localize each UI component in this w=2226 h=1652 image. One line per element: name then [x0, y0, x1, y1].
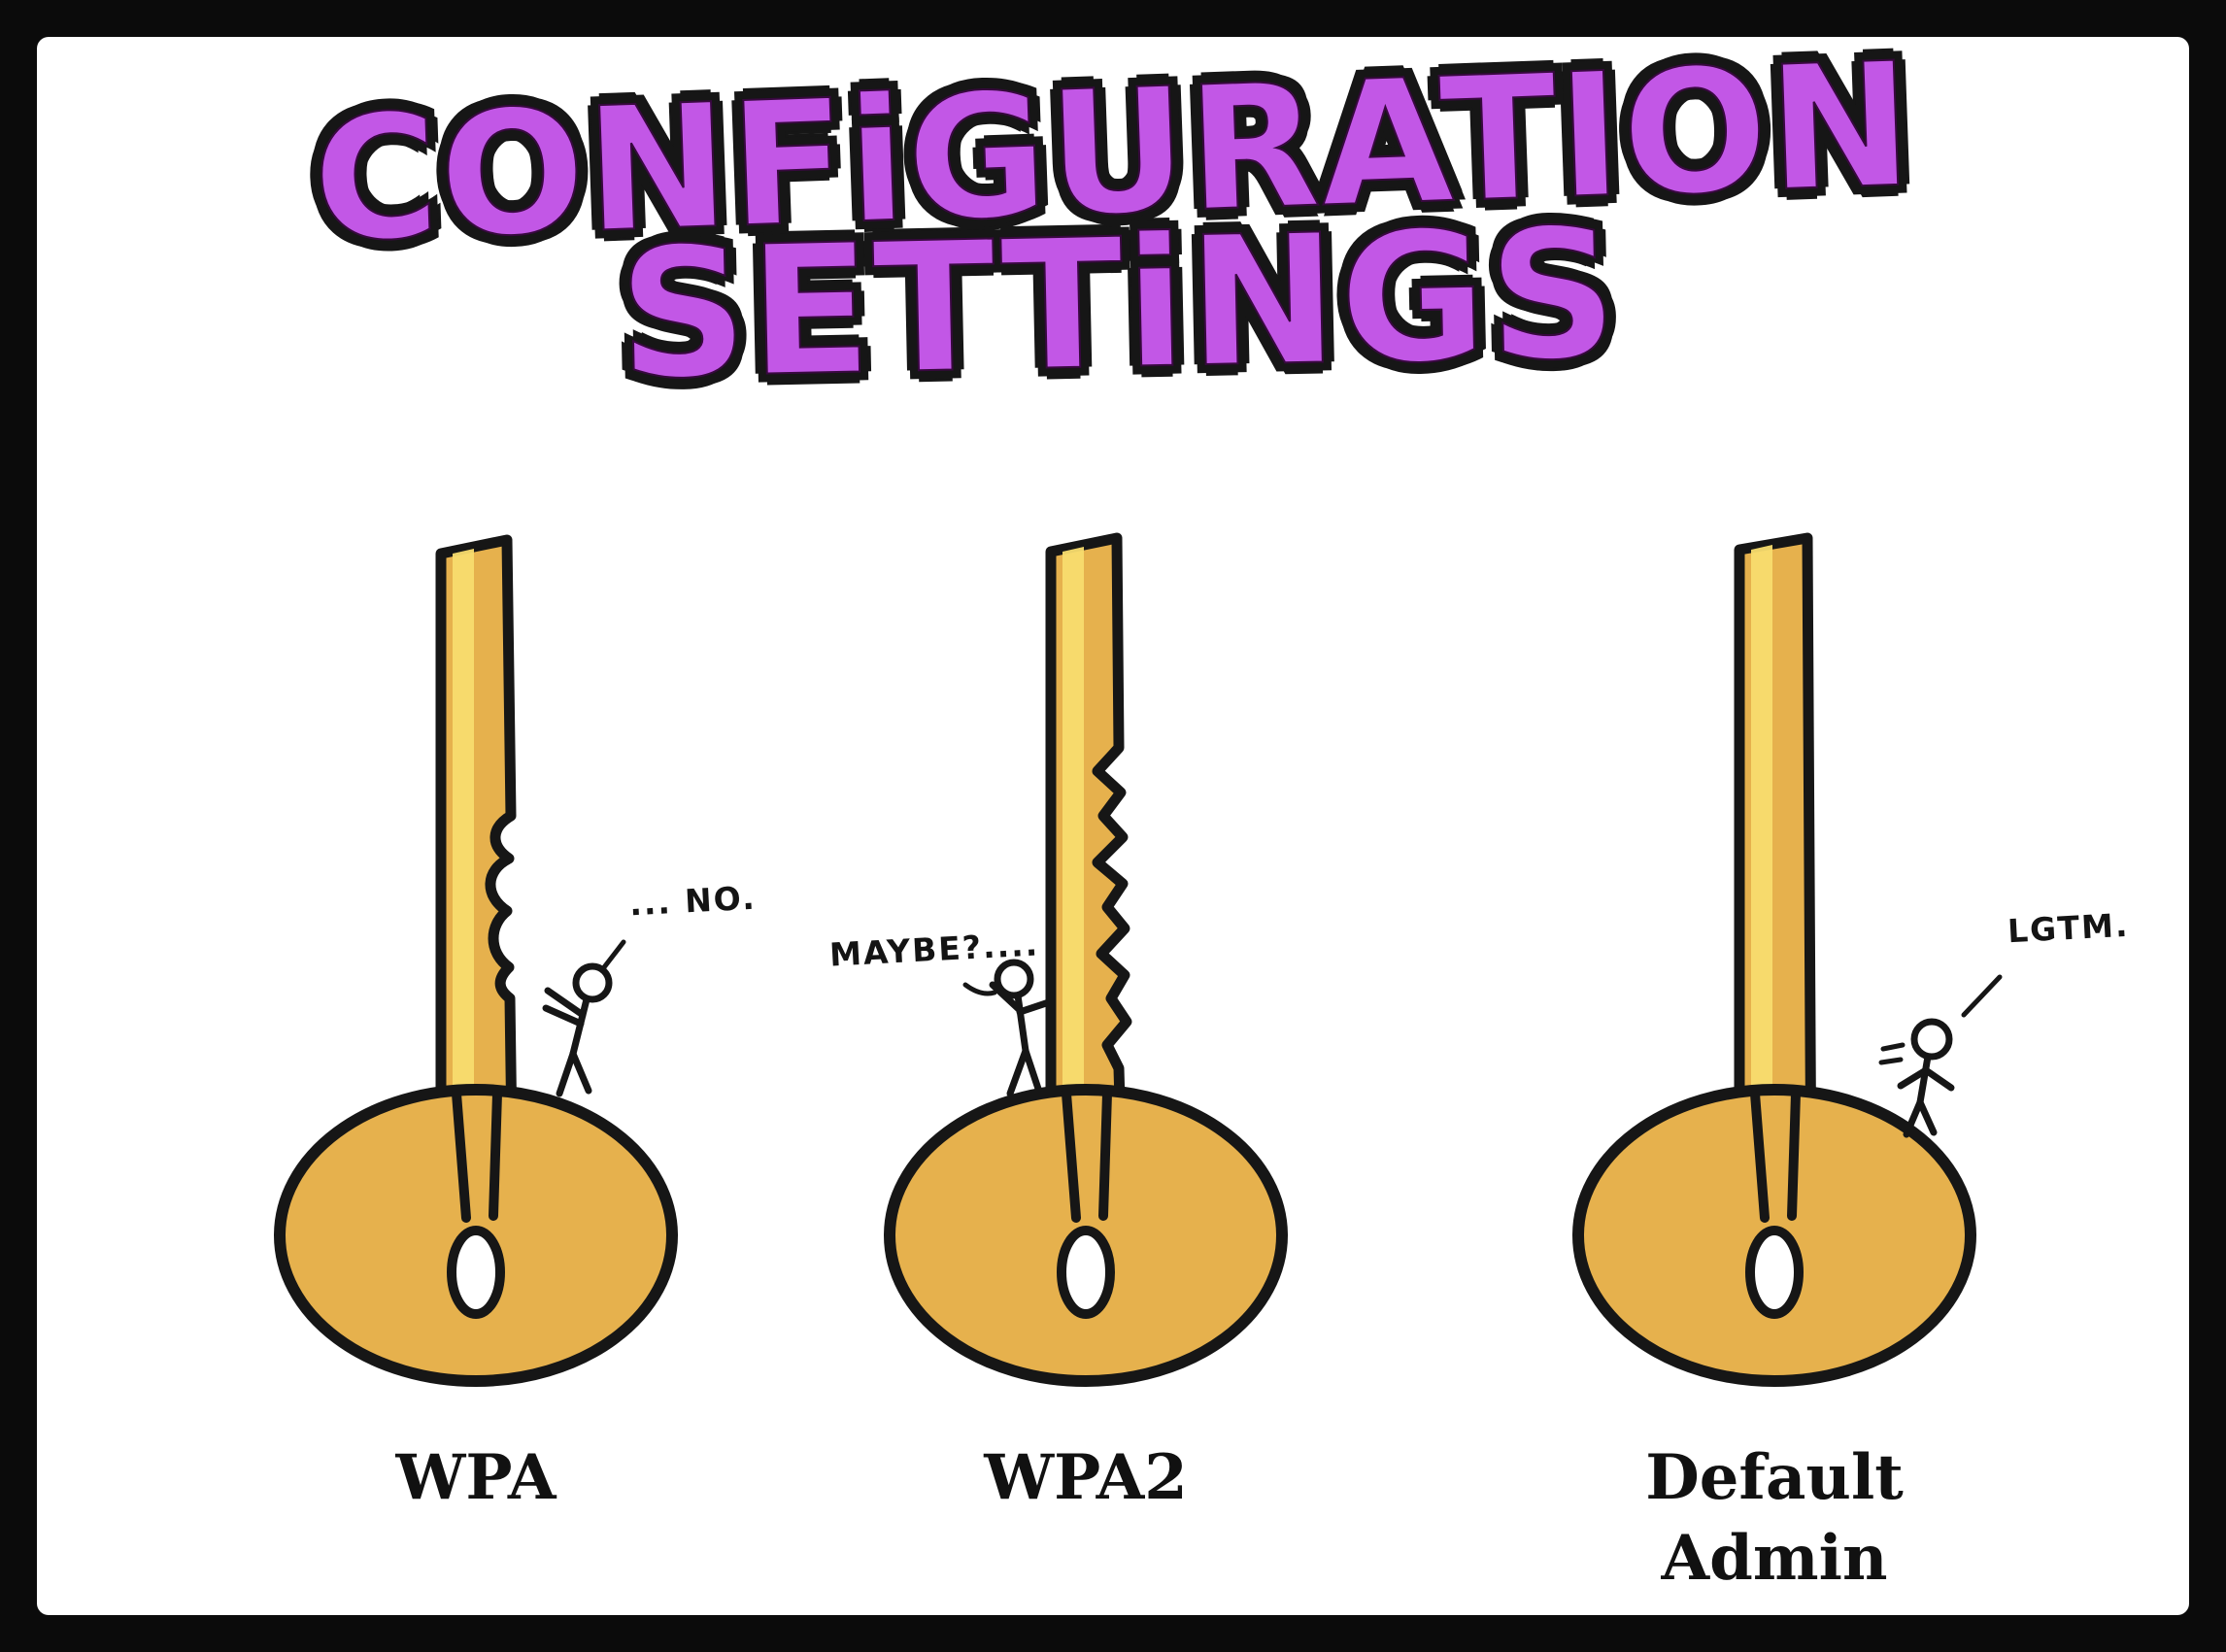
key-label-default-admin: Default Admin — [1645, 1441, 1904, 1596]
panel-wpa2: MAYBE?.... WPA2 — [775, 524, 1397, 1612]
key-keyhole — [1057, 1226, 1115, 1319]
stick-figure-default-admin — [1878, 974, 2003, 1138]
key-icon-wpa2 — [884, 532, 1288, 1387]
speech-default-admin: LGTM. — [2007, 905, 2131, 951]
key-shaft-seam — [1750, 1089, 1801, 1223]
stick-figure-wpa2 — [962, 959, 1053, 1097]
key-icon-default-admin — [1572, 532, 2003, 1387]
key-shaft-seam — [452, 1089, 502, 1223]
key-icon-wpa — [274, 534, 678, 1387]
speech-wpa: ... NO. — [628, 878, 758, 924]
key-keyhole — [1745, 1226, 1804, 1319]
panel-default-admin: LGTM. Default Admin — [1464, 524, 2130, 1612]
key-shaft-seam — [1062, 1089, 1112, 1223]
key-label-wpa2: WPA2 — [984, 1441, 1188, 1514]
comic-title: CONFiGURATION SETTiNGS — [37, 37, 2189, 421]
stick-figure-wpa — [542, 939, 626, 1097]
key-shaft-highlight — [453, 549, 474, 1202]
key-shaft-highlight — [1751, 545, 1772, 1202]
key-keyhole — [447, 1226, 505, 1319]
key-label-wpa: WPA — [395, 1441, 556, 1514]
comic-canvas: CONFiGURATION SETTiNGS — [37, 37, 2189, 1615]
key-shaft-highlight — [1062, 547, 1084, 1202]
panel-wpa: ... NO. WPA — [165, 524, 787, 1612]
